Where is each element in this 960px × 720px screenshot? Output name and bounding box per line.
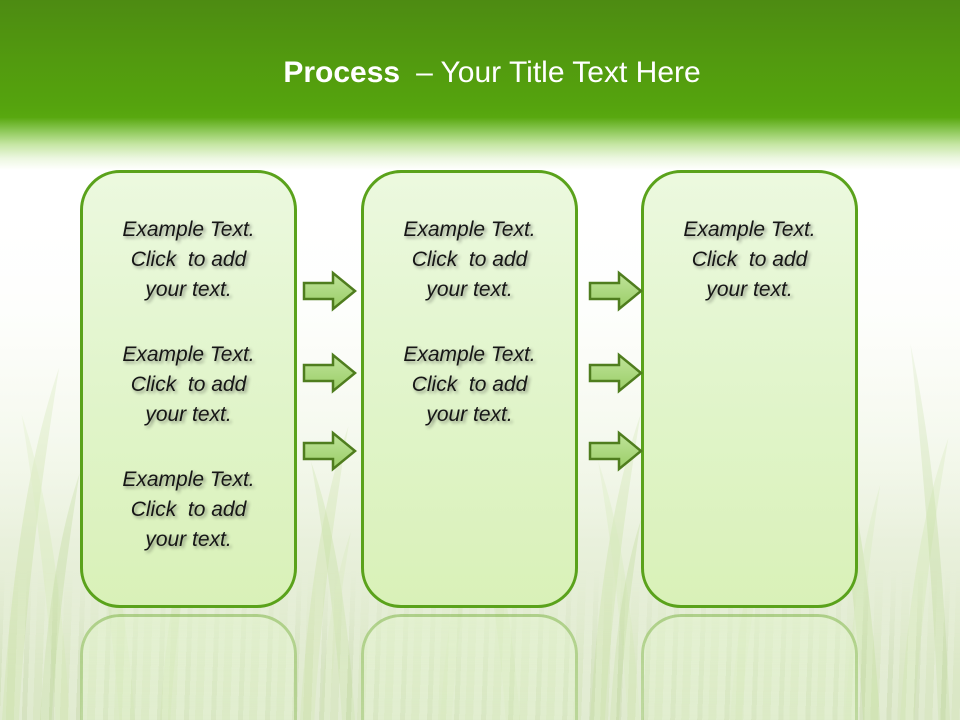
placeholder-line: your text. [426, 278, 513, 301]
placeholder-line: your text. [706, 278, 793, 301]
placeholder-line: Click to add [691, 248, 808, 271]
placeholder-line: Example Text. [403, 218, 536, 241]
placeholder-line: Example Text. [122, 343, 255, 366]
placeholder-line: Example Text. [683, 218, 816, 241]
box-reflection [361, 614, 578, 720]
arrow-right-icon [302, 352, 357, 394]
placeholder-line: your text. [426, 403, 513, 426]
text-placeholder[interactable]: Example Text. Click to add your text. [93, 340, 284, 430]
box-reflection [641, 614, 858, 720]
arrow-right-icon [302, 430, 357, 472]
placeholder-line: Click to add [411, 373, 528, 396]
text-placeholder[interactable]: Example Text. Click to add your text. [654, 215, 845, 305]
title-text: – Your Title Text Here [416, 56, 701, 89]
title-keyword: Process [283, 56, 401, 89]
process-box-1[interactable]: Example Text. Click to add your text. Ex… [80, 170, 297, 608]
placeholder-line: your text. [145, 403, 232, 426]
arrow-right-icon [588, 430, 643, 472]
placeholder-line: your text. [145, 528, 232, 551]
header-band [0, 0, 960, 170]
placeholder-line: your text. [145, 278, 232, 301]
placeholder-line: Click to add [411, 248, 528, 271]
box-reflection [80, 614, 297, 720]
arrow-right-icon [588, 352, 643, 394]
placeholder-line: Click to add [130, 498, 247, 521]
text-placeholder[interactable]: Example Text. Click to add your text. [93, 215, 284, 305]
text-placeholder[interactable]: Example Text. Click to add your text. [93, 465, 284, 555]
placeholder-line: Example Text. [403, 343, 536, 366]
text-placeholder[interactable]: Example Text. Click to add your text. [374, 340, 565, 430]
arrow-right-icon [588, 270, 643, 312]
process-box-3[interactable]: Example Text. Click to add your text. [641, 170, 858, 608]
placeholder-line: Example Text. [122, 218, 255, 241]
placeholder-line: Click to add [130, 373, 247, 396]
arrow-right-icon [302, 270, 357, 312]
process-box-2[interactable]: Example Text. Click to add your text. Ex… [361, 170, 578, 608]
text-placeholder[interactable]: Example Text. Click to add your text. [374, 215, 565, 305]
slide-title: Process – Your Title Text Here [0, 55, 960, 91]
placeholder-line: Example Text. [122, 468, 255, 491]
placeholder-line: Click to add [130, 248, 247, 271]
